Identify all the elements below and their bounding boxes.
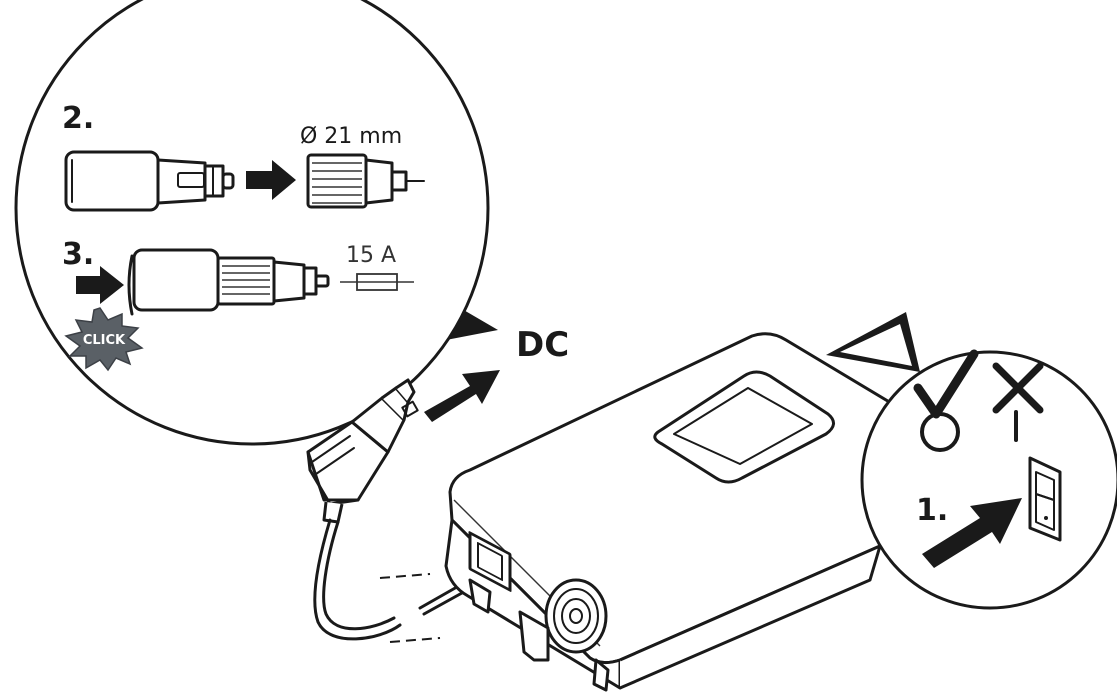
click-label: CLICK bbox=[83, 333, 126, 348]
step-1-label: 1. bbox=[916, 493, 948, 528]
click-badge: CLICK bbox=[64, 307, 144, 372]
rocker-switch bbox=[1028, 456, 1062, 542]
arrow-step-1 bbox=[922, 498, 1022, 568]
arrow-insert-plug bbox=[424, 370, 500, 422]
plug-detail-callout: 2. Ø 21 mm 3. bbox=[14, 0, 498, 446]
device-unit bbox=[444, 332, 918, 692]
dc-socket bbox=[468, 531, 512, 592]
arrow-step-2 bbox=[246, 160, 296, 200]
plug-tip-cap bbox=[306, 153, 425, 209]
fan-grille bbox=[544, 578, 608, 654]
detail-circle bbox=[14, 0, 490, 446]
dc-label: DC bbox=[516, 325, 569, 365]
switch-detail-callout: 1. bbox=[826, 312, 1117, 610]
arrow-step-3 bbox=[76, 266, 124, 304]
diameter-label: Ø 21 mm bbox=[300, 124, 402, 149]
cross-icon bbox=[992, 362, 1044, 414]
power-off-symbol-icon bbox=[920, 412, 960, 452]
fuse-symbol-icon bbox=[340, 273, 414, 291]
lighter-plug bbox=[306, 378, 419, 524]
power-cable bbox=[313, 518, 482, 643]
plug-assembled bbox=[127, 248, 330, 316]
switch-circle bbox=[860, 350, 1117, 610]
fuse-rating-label: 15 A bbox=[346, 243, 396, 268]
step-2-label: 2. bbox=[62, 101, 94, 136]
step-3-label: 3. bbox=[62, 237, 94, 272]
plug-without-tip bbox=[64, 150, 235, 212]
